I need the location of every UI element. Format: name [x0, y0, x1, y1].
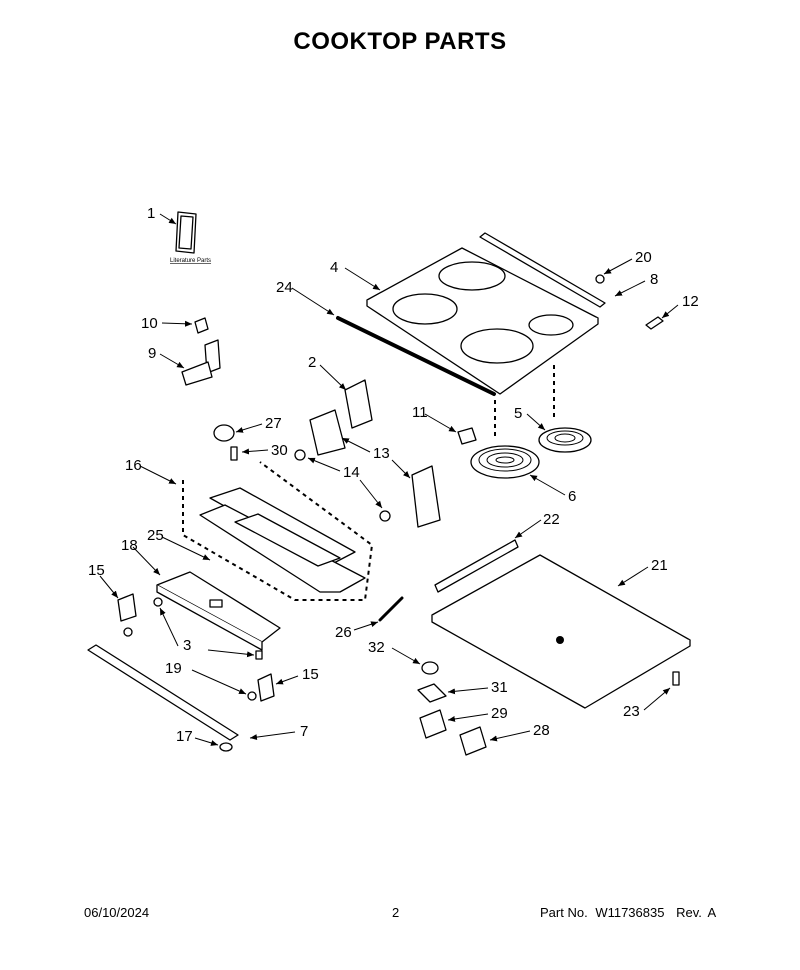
part-26-strip — [378, 596, 404, 622]
part-11-clip — [457, 427, 477, 445]
rear-trim — [479, 232, 606, 308]
footer-part-label: Part No. — [540, 905, 588, 920]
part-31-plate — [417, 683, 447, 703]
part-10-screw — [194, 317, 209, 334]
callout-25: 25 — [147, 527, 164, 544]
part-12-clip — [645, 316, 664, 330]
radiant-element-large — [470, 445, 540, 479]
footer-page-number: 2 — [392, 905, 400, 920]
callout-22: 22 — [543, 511, 560, 528]
callout-4: 4 — [330, 259, 338, 276]
callout-5: 5 — [514, 405, 522, 422]
part-30-screw — [230, 446, 238, 461]
callout-18: 18 — [121, 537, 138, 554]
footer-rev-label: Rev. — [676, 905, 702, 920]
part-2-bracket — [344, 379, 373, 429]
callout-labels: 1 2 3 4 5 6 7 8 9 10 11 12 13 14 15 15 1… — [88, 205, 699, 745]
callout-14: 14 — [343, 464, 360, 481]
literature-caption: Literature Parts — [170, 258, 211, 264]
callout-2: 2 — [308, 354, 316, 371]
callout-10: 10 — [141, 315, 158, 332]
control-console — [199, 487, 366, 593]
callout-20: 20 — [635, 249, 652, 266]
callout-27: 27 — [265, 415, 282, 432]
control-board — [156, 571, 281, 651]
part-14-screw-left — [294, 449, 306, 461]
callout-15-left: 15 — [88, 562, 105, 579]
radiant-element-small — [538, 427, 592, 453]
literature-parts-booklet: Literature Parts — [170, 211, 211, 264]
callout-1: 1 — [147, 205, 155, 222]
part-13-bracket-left — [309, 409, 346, 456]
callout-29: 29 — [491, 705, 508, 722]
callout-19: 19 — [165, 660, 182, 677]
callout-16: 16 — [125, 457, 142, 474]
footer-part-number: W11736835 — [595, 905, 665, 920]
part-13-bracket-right — [411, 465, 441, 528]
part-27-knob — [213, 424, 235, 442]
part-22-rail — [434, 539, 519, 593]
callout-3: 3 — [183, 637, 191, 654]
callout-23: 23 — [623, 703, 640, 720]
part-17-foot — [219, 742, 233, 752]
callout-8: 8 — [650, 271, 658, 288]
callout-26: 26 — [335, 624, 352, 641]
console-assembly-outline — [182, 461, 374, 601]
gasket-strip — [336, 316, 496, 396]
part-15-bracket-left — [117, 593, 137, 622]
callout-15-right: 15 — [302, 666, 319, 683]
callout-9: 9 — [148, 345, 156, 362]
callout-28: 28 — [533, 722, 550, 739]
part-3-spacer — [123, 627, 133, 637]
callout-32: 32 — [368, 639, 385, 656]
page-title: COOKTOP PARTS — [293, 28, 507, 55]
part-19-spacer — [247, 691, 257, 701]
callout-30: 30 — [271, 442, 288, 459]
part-23-screw — [672, 671, 680, 686]
footer-date: 06/10/2024 — [84, 905, 150, 920]
leader-lines — [99, 213, 679, 746]
callout-12: 12 — [682, 293, 699, 310]
callout-21: 21 — [651, 557, 668, 574]
cooktop-glass — [366, 247, 599, 395]
trim-screw — [595, 274, 605, 284]
footer-revision: A — [707, 905, 717, 920]
part-9-bracket — [181, 339, 221, 386]
callout-6: 6 — [568, 488, 576, 505]
footer-part-info: Part No. W11736835 Rev. A — [540, 905, 716, 920]
part-32-knob — [421, 661, 439, 675]
callout-11: 11 — [412, 404, 428, 421]
front-trim — [87, 644, 239, 741]
part-28-switch — [459, 726, 487, 756]
part-3-screw-a — [153, 597, 163, 607]
part-3-screw-b — [255, 650, 263, 660]
callout-7: 7 — [300, 723, 308, 740]
callout-31: 31 — [491, 679, 508, 696]
callout-13: 13 — [373, 445, 390, 462]
part-29-switch — [419, 709, 447, 739]
part-14-screw-right — [379, 510, 391, 522]
callout-24: 24 — [276, 279, 293, 296]
part-15-bracket-right — [257, 673, 275, 702]
callout-17: 17 — [176, 728, 193, 745]
burner-box-tray — [431, 554, 691, 709]
